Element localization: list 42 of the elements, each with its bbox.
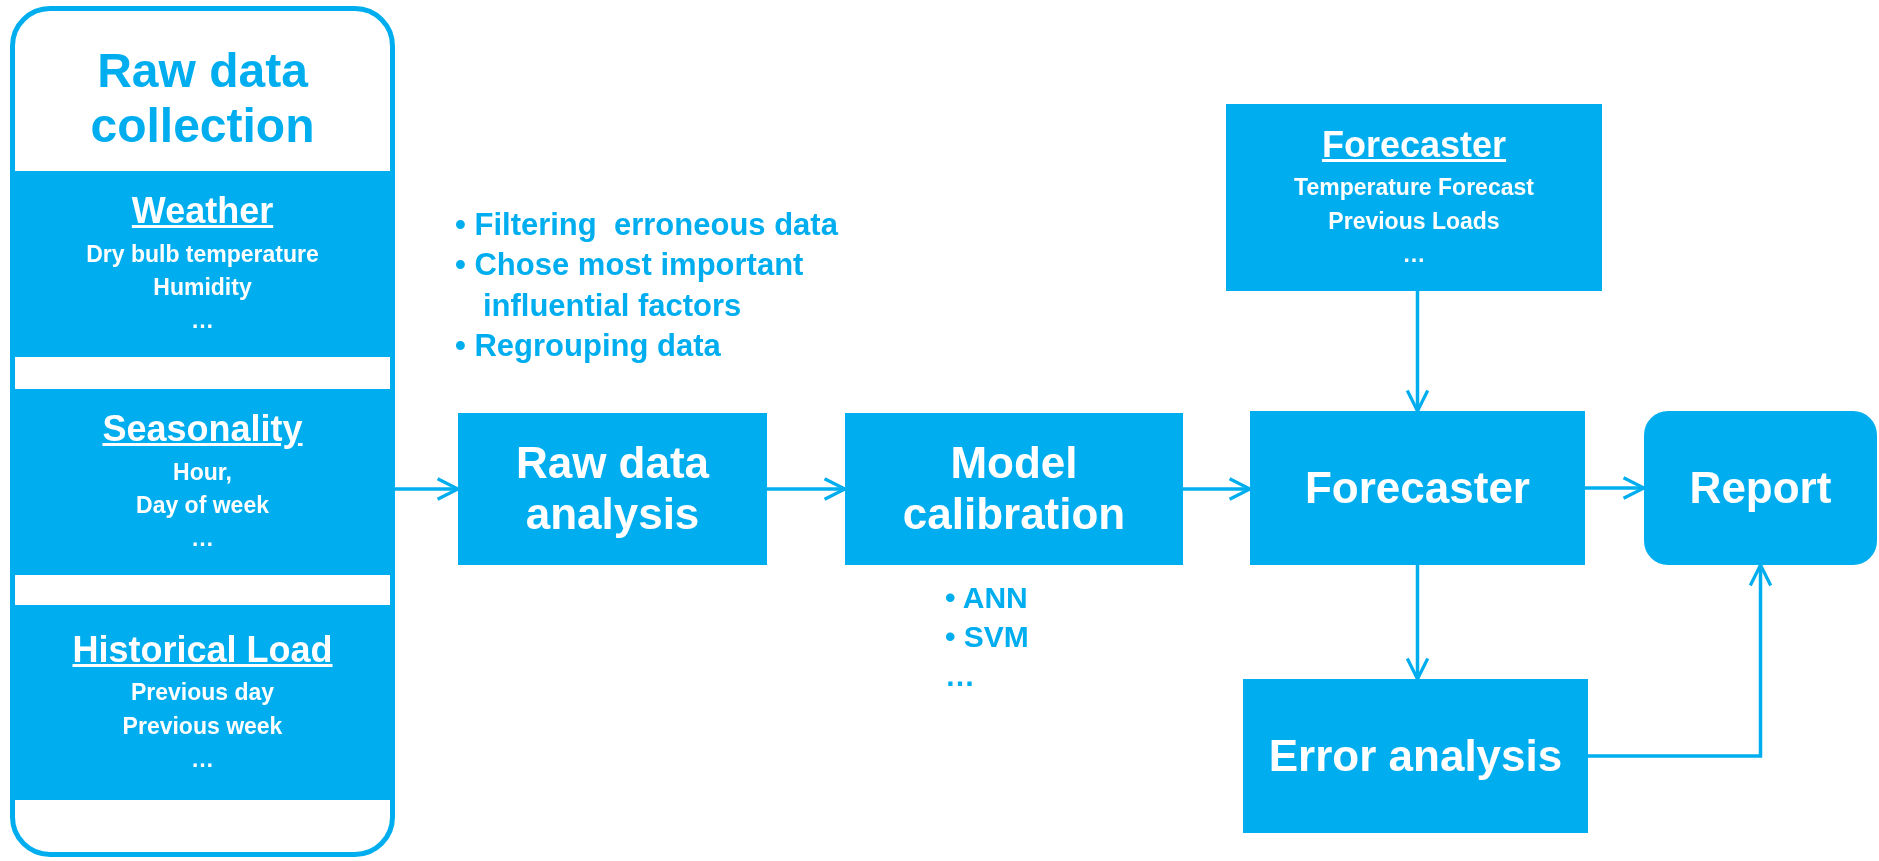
arrow <box>1585 476 1646 500</box>
bullet-text: • Filtering erroneous data <box>455 206 840 244</box>
process-box <box>845 413 1183 565</box>
arrow <box>1183 477 1252 501</box>
box-text: Day of week <box>135 491 270 520</box>
arrow <box>395 477 460 501</box>
box-text: Previous week <box>121 711 284 741</box>
box-title: Raw data analysis <box>514 438 711 540</box>
box-text: Temperature Forecast <box>1293 173 1535 203</box>
process-box <box>458 413 767 565</box>
bullet-text: … <box>945 658 976 694</box>
box-text: Previous Loads <box>1327 206 1501 236</box>
arrow <box>767 477 847 501</box>
box-title: Weather <box>130 190 275 232</box>
arrow <box>1588 563 1773 758</box>
bullet-text: • ANN <box>945 580 1029 616</box>
bullet-text: • Regrouping data <box>455 326 722 365</box>
box-title: Historical Load <box>71 628 334 671</box>
box-title: Error analysis <box>1267 730 1564 782</box>
arrow <box>1405 291 1430 413</box>
box-text: … <box>190 744 215 774</box>
box-title: Seasonality <box>101 408 304 450</box>
box-text: Dry bulb temperature <box>85 239 320 269</box>
box-text: … <box>1401 239 1427 269</box>
process-box <box>1243 679 1588 833</box>
box-text: … <box>190 306 215 336</box>
arrow <box>1405 565 1430 681</box>
box-text: … <box>190 524 215 554</box>
process-box <box>1226 104 1602 291</box>
box-title: Forecaster <box>1320 123 1508 166</box>
process-box <box>1250 411 1585 565</box>
box-title: Raw data collection <box>89 42 316 154</box>
rounded-box <box>1644 411 1877 565</box>
box-title: Forecaster <box>1304 462 1531 514</box>
bullet-text: • SVM <box>945 619 1030 655</box>
box-text: Previous day <box>129 678 276 708</box>
container-box <box>10 6 395 857</box>
box-text: Hour, <box>172 457 233 487</box>
box-title: Model calibration <box>901 438 1127 540</box>
box-text: Humidity <box>152 273 253 302</box>
bullet-text: • Chose most important influential factors <box>455 246 805 325</box>
box-title: Report <box>1688 462 1833 514</box>
